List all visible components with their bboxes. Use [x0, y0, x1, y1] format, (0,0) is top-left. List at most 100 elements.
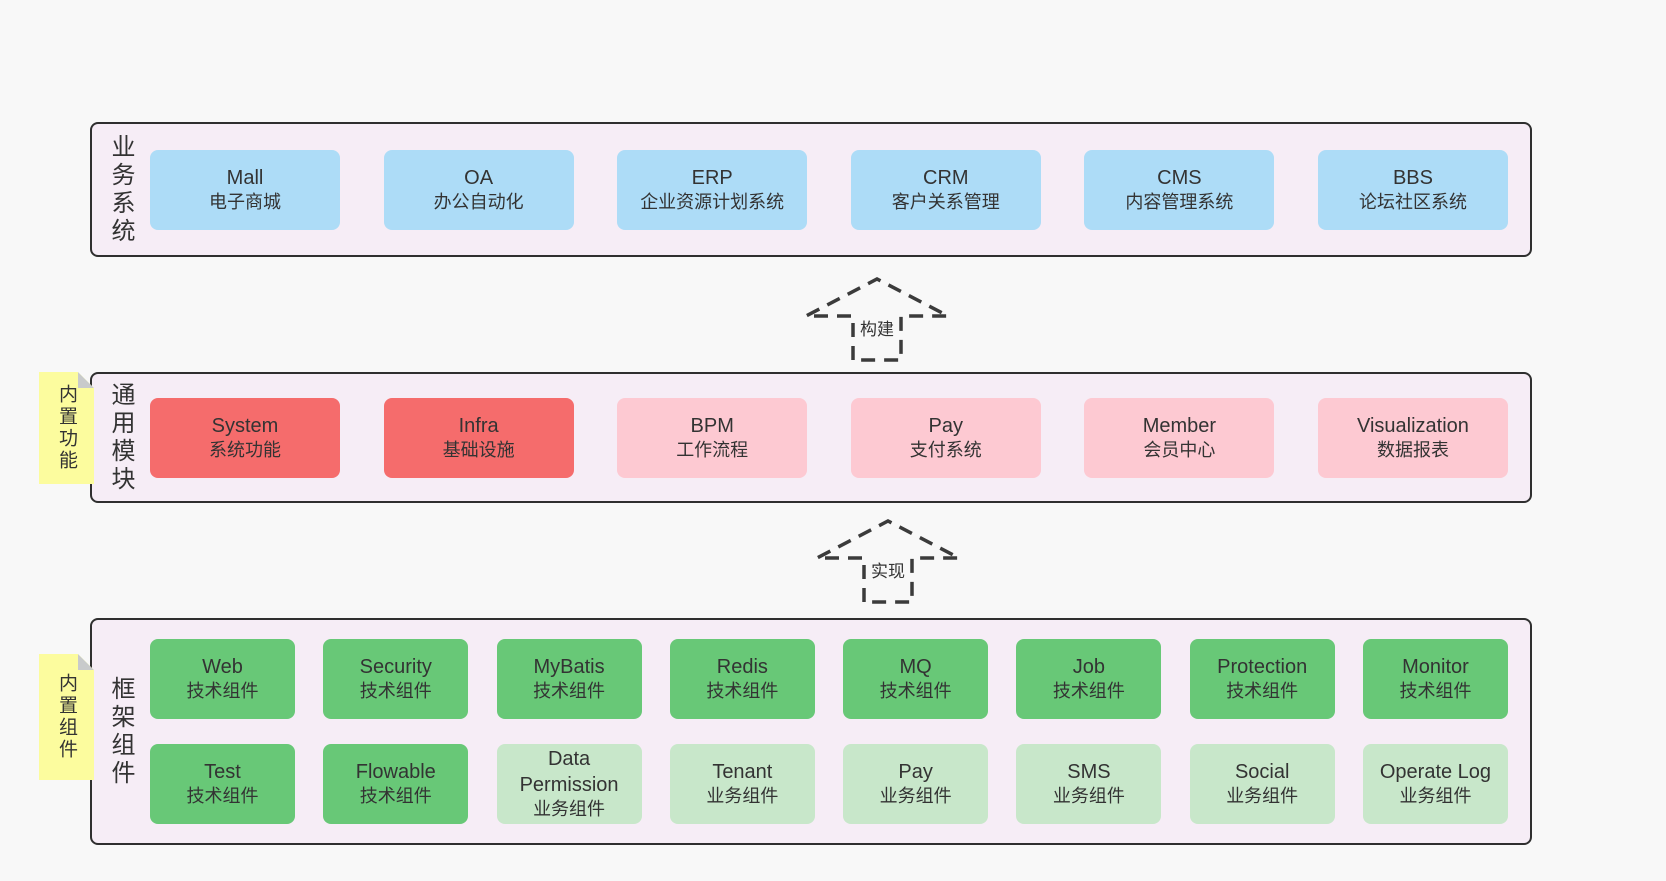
module-boxes-row: System 系统功能 Infra 基础设施 BPM 工作流程 Pay 支付系统… — [150, 397, 1508, 478]
box-member: Member 会员中心 — [1084, 397, 1275, 478]
box-title: CRM — [923, 166, 969, 189]
box-test: Test 技术组件 — [150, 744, 295, 824]
box-pay-component: Pay 业务组件 — [843, 744, 989, 824]
box-title: MQ — [899, 656, 932, 679]
box-subtitle: 论坛社区系统 — [1358, 191, 1467, 212]
box-title: OA — [464, 166, 494, 189]
implement-arrow: 实现 — [813, 518, 963, 604]
box-title: Web — [202, 656, 243, 679]
box-title: BPM — [690, 414, 734, 437]
sticky-note-built-in-features: 内置功能 — [39, 372, 94, 484]
box-title: Pay — [928, 414, 964, 437]
box-subtitle: 电子商城 — [209, 191, 281, 212]
box-subtitle: 技术组件 — [879, 681, 952, 702]
box-title: Monitor — [1402, 656, 1469, 679]
box-subtitle: 业务组件 — [1052, 786, 1125, 807]
box-cms: CMS 内容管理系统 — [1084, 149, 1275, 230]
box-subtitle: 业务组件 — [533, 799, 606, 820]
box-subtitle: 工作流程 — [676, 439, 749, 460]
box-title: SMS — [1067, 761, 1111, 784]
box-title: System — [211, 414, 279, 437]
box-web: Web 技术组件 — [150, 639, 295, 719]
box-subtitle: 企业资源计划系统 — [640, 191, 785, 212]
box-job: Job 技术组件 — [1016, 639, 1162, 719]
box-title: Pay — [898, 761, 933, 784]
box-title: Job — [1072, 656, 1106, 679]
box-subtitle: 技术组件 — [533, 681, 606, 702]
box-operate-log: Operate Log 业务组件 — [1362, 744, 1508, 824]
box-protection: Protection 技术组件 — [1189, 639, 1335, 719]
box-crm: CRM 客户关系管理 — [850, 149, 1041, 230]
box-subtitle: 内容管理系统 — [1125, 191, 1234, 212]
box-title: Redis — [716, 656, 768, 679]
box-sms: SMS 业务组件 — [1016, 744, 1162, 824]
box-subtitle: 业务组件 — [706, 786, 779, 807]
box-mq: MQ 技术组件 — [843, 639, 989, 719]
box-data-permission: Data Permission 业务组件 — [496, 744, 642, 824]
box-title: Flowable — [355, 761, 436, 784]
box-title: Social — [1234, 761, 1290, 784]
box-bbs: BBS 论坛社区系统 — [1317, 149, 1508, 230]
component-boxes-row-2: Test 技术组件 Flowable 技术组件 Data Permission … — [150, 744, 1508, 824]
box-subtitle: 技术组件 — [359, 786, 432, 807]
box-flowable: Flowable 技术组件 — [323, 744, 469, 824]
section-label-business: 业务系统 — [107, 133, 134, 246]
component-boxes-grid: Web 技术组件 Security 技术组件 MyBatis 技术组件 Redi… — [148, 620, 1508, 843]
box-security: Security 技术组件 — [323, 639, 469, 719]
section-label-modules: 通用模块 — [107, 381, 134, 494]
box-subtitle: 业务组件 — [879, 786, 952, 807]
box-title: Mall — [226, 166, 264, 189]
box-subtitle: 技术组件 — [1052, 681, 1125, 702]
box-visualization: Visualization 数据报表 — [1317, 397, 1508, 478]
box-subtitle: 技术组件 — [359, 681, 432, 702]
box-bpm: BPM 工作流程 — [617, 397, 808, 478]
build-arrow: 构建 — [802, 276, 952, 362]
framework-components-container: 框架组件 Web 技术组件 Security 技术组件 MyBatis 技术组件… — [90, 618, 1532, 845]
box-title: MyBatis — [533, 656, 605, 679]
business-systems-container: 业务系统 Mall 电子商城 OA 办公自动化 ERP 企业资源计划系统 CRM… — [90, 122, 1532, 257]
common-modules-container: 通用模块 System 系统功能 Infra 基础设施 BPM 工作流程 Pay… — [90, 372, 1532, 503]
box-subtitle: 技术组件 — [1226, 681, 1299, 702]
box-subtitle: 业务组件 — [1226, 786, 1299, 807]
box-subtitle: 技术组件 — [186, 786, 259, 807]
box-title: Protection — [1217, 656, 1308, 679]
box-oa: OA 办公自动化 — [383, 149, 574, 230]
box-title: BBS — [1392, 166, 1433, 189]
box-title: Tenant — [712, 761, 773, 784]
box-subtitle: 办公自动化 — [433, 191, 524, 212]
box-infra: Infra 基础设施 — [383, 397, 574, 478]
dashed-up-arrow-icon — [805, 277, 949, 362]
box-social: Social 业务组件 — [1189, 744, 1335, 824]
box-title: Security — [359, 656, 432, 679]
box-pay-module: Pay 支付系统 — [850, 397, 1041, 478]
box-tenant: Tenant 业务组件 — [669, 744, 815, 824]
box-subtitle: 支付系统 — [909, 439, 982, 460]
section-label-components: 框架组件 — [107, 675, 134, 788]
box-subtitle: 基础设施 — [442, 439, 515, 460]
box-redis: Redis 技术组件 — [669, 639, 815, 719]
box-monitor: Monitor 技术组件 — [1362, 639, 1508, 719]
box-title: Member — [1142, 414, 1217, 437]
box-subtitle: 技术组件 — [706, 681, 779, 702]
box-title: Operate Log — [1379, 761, 1492, 784]
sticky-note-built-in-components: 内置组件 — [39, 654, 94, 780]
box-mybatis: MyBatis 技术组件 — [496, 639, 642, 719]
box-title: CMS — [1157, 166, 1202, 189]
box-erp: ERP 企业资源计划系统 — [617, 149, 808, 230]
note-label: 内置组件 — [56, 673, 77, 761]
box-title: Data Permission — [519, 748, 619, 797]
box-subtitle: 业务组件 — [1399, 786, 1472, 807]
box-subtitle: 技术组件 — [1399, 681, 1472, 702]
business-boxes-row: Mall 电子商城 OA 办公自动化 ERP 企业资源计划系统 CRM 客户关系… — [150, 149, 1508, 230]
build-arrow-label: 构建 — [857, 314, 897, 341]
box-system: System 系统功能 — [150, 397, 340, 478]
box-mall: Mall 电子商城 — [150, 149, 340, 230]
box-subtitle: 系统功能 — [209, 439, 281, 460]
box-subtitle: 数据报表 — [1376, 439, 1449, 460]
box-subtitle: 会员中心 — [1143, 439, 1216, 460]
box-subtitle: 技术组件 — [186, 681, 259, 702]
dashed-up-arrow-icon — [816, 519, 960, 604]
box-title: ERP — [691, 166, 733, 189]
note-label: 内置功能 — [56, 384, 77, 472]
